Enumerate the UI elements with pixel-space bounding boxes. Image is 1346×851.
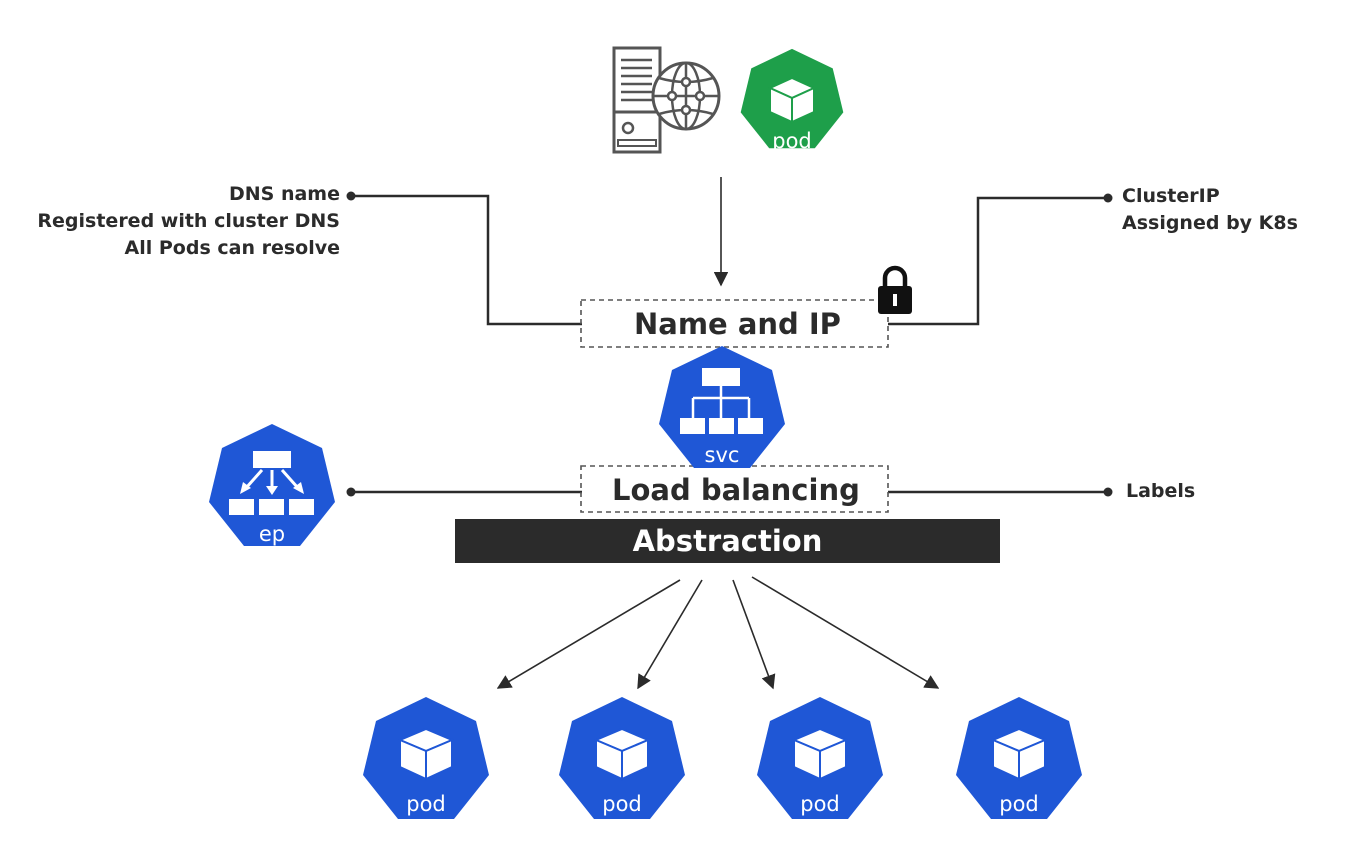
pod-icon-3 — [757, 697, 883, 819]
cube-icon — [990, 727, 1048, 781]
pod-arrow-3 — [732, 579, 776, 690]
pod-icon-2 — [559, 697, 685, 819]
cube-icon — [791, 727, 849, 781]
name-ip-box — [580, 299, 889, 348]
name-ip-label: Name and IP — [626, 306, 849, 342]
cube-icon — [397, 727, 455, 781]
hierarchy-icon — [680, 368, 763, 434]
svc-icon — [659, 346, 785, 468]
dns-note-line-3: All Pods can resolve — [124, 237, 340, 259]
clusterip-note: ClusterIP Assigned by K8s — [1122, 183, 1337, 237]
dns-note: DNS name Registered with cluster DNS All… — [10, 181, 340, 262]
pod-icon-1 — [363, 697, 489, 819]
arrows — [496, 177, 940, 690]
abstraction-label: Abstraction — [632, 524, 823, 558]
pod-label-4: pod — [999, 792, 1039, 816]
labels-dot — [1103, 487, 1113, 497]
dns-dot — [346, 191, 356, 201]
top-pod-icon — [740, 48, 844, 149]
dns-note-line-1: DNS name — [228, 183, 340, 205]
lock-icon — [878, 265, 912, 314]
labels-note: Labels — [1126, 480, 1196, 502]
svc-label: svc — [704, 443, 740, 467]
pod-icon-4 — [956, 697, 1082, 819]
load-balancing-label: Load balancing — [604, 472, 868, 508]
connector-lines — [351, 194, 1108, 494]
endpoint-split-icon — [229, 451, 314, 515]
dns-connector — [351, 194, 582, 326]
cube-icon — [593, 727, 651, 781]
ep-dot — [346, 487, 356, 497]
clusterip-dot — [1103, 193, 1113, 203]
pod-label-1: pod — [406, 792, 446, 816]
connector-dots — [346, 191, 1113, 497]
clusterip-note-line-1: ClusterIP — [1122, 185, 1220, 207]
ep-icon — [209, 424, 335, 546]
pod-label-3: pod — [800, 792, 840, 816]
dns-note-line-2: Registered with cluster DNS — [37, 210, 340, 232]
top-pod-label: pod — [772, 129, 812, 153]
pod-arrow-1 — [496, 579, 681, 689]
clusterip-connector — [888, 196, 1108, 326]
ep-label: ep — [258, 522, 286, 546]
pod-label-2: pod — [602, 792, 642, 816]
pod-arrow-4 — [751, 576, 940, 689]
pod-arrow-2 — [637, 579, 703, 690]
server-globe-icon — [612, 46, 721, 154]
clusterip-note-line-2: Assigned by K8s — [1122, 212, 1298, 234]
bottom-pods — [363, 697, 1082, 819]
abstraction-bar: Abstraction — [455, 519, 1000, 563]
